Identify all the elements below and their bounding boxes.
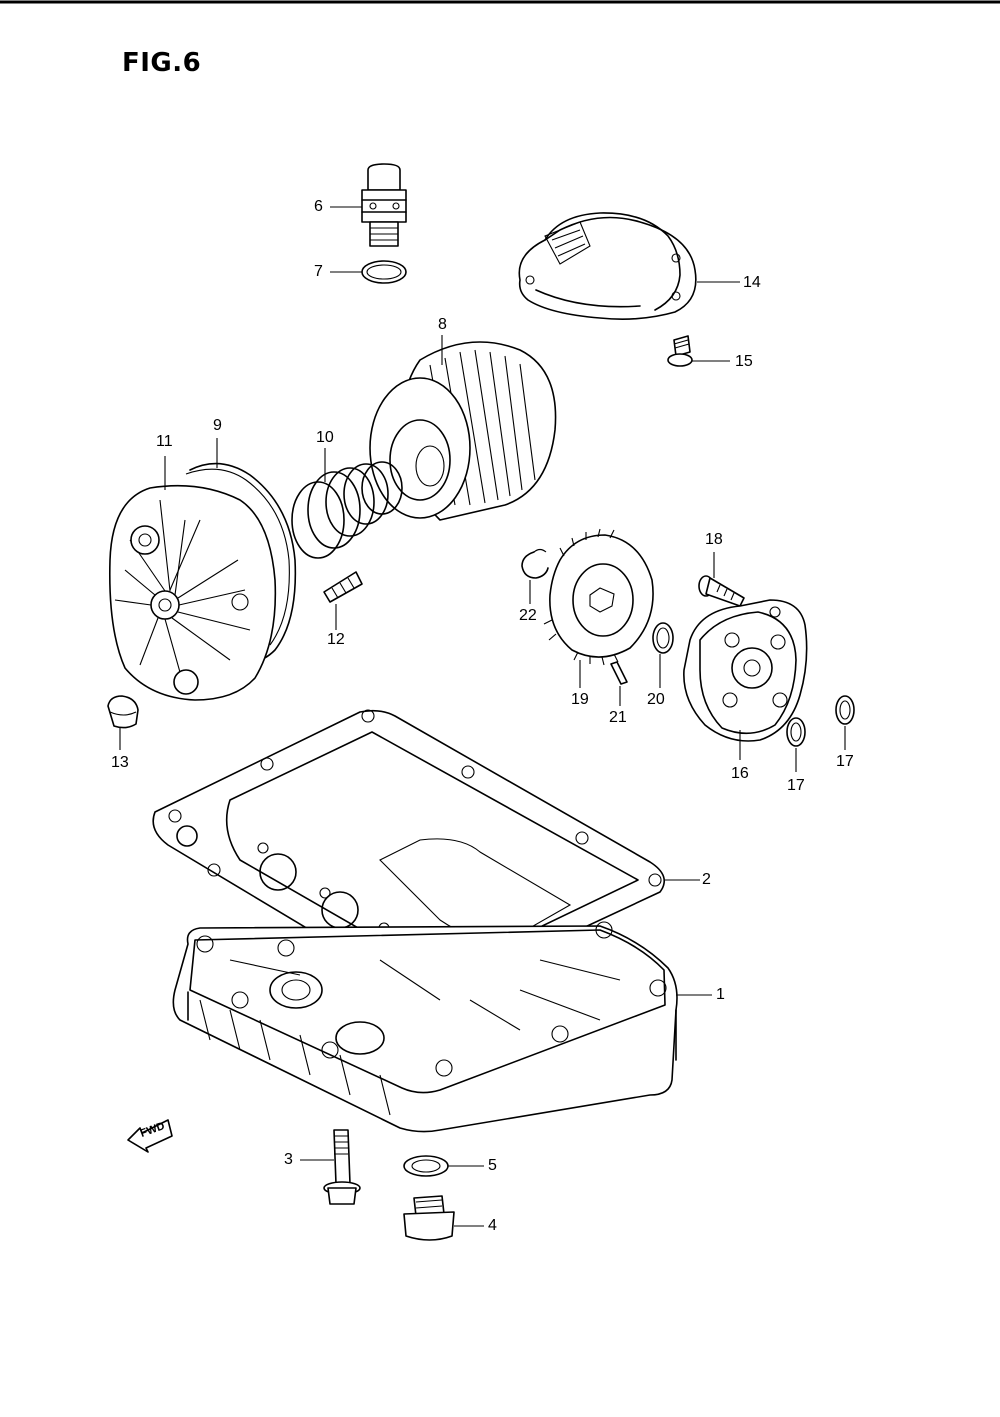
callout-18: 18 xyxy=(705,531,723,548)
callout-14: 14 xyxy=(743,274,761,291)
callout-1: 1 xyxy=(716,986,725,1003)
part-19-gear xyxy=(543,528,654,666)
part-5-washer xyxy=(403,1155,449,1177)
part-17-o-ring-b xyxy=(835,695,855,725)
part-4-drain-plug xyxy=(403,1195,455,1241)
part-14-cover xyxy=(518,212,697,320)
callout-21: 21 xyxy=(609,709,627,726)
callout-13: 13 xyxy=(111,754,129,771)
callout-2: 2 xyxy=(702,871,711,888)
callout-9: 9 xyxy=(213,417,222,434)
part-11-filter-cap xyxy=(108,484,277,701)
callout-12: 12 xyxy=(327,631,345,648)
callout-5: 5 xyxy=(488,1157,497,1174)
part-3-bolt xyxy=(323,1129,361,1205)
part-12-stud xyxy=(323,571,363,603)
part-17-o-ring-a xyxy=(786,717,806,747)
part-22-circlip xyxy=(521,548,549,579)
part-9-gasket xyxy=(185,462,297,663)
callout-17-b: 17 xyxy=(836,753,854,770)
part-15-bolt xyxy=(667,335,693,367)
callout-6: 6 xyxy=(314,198,323,215)
callout-7: 7 xyxy=(314,263,323,280)
callout-4: 4 xyxy=(488,1217,497,1234)
callout-11: 11 xyxy=(156,433,173,450)
callout-15: 15 xyxy=(735,353,753,370)
callout-8: 8 xyxy=(438,316,447,333)
part-10-spring xyxy=(291,461,403,559)
part-6-plug xyxy=(361,163,407,247)
part-13-cap-nut xyxy=(107,695,139,729)
fwd-arrow-icon xyxy=(127,1119,173,1153)
figure-title: FIG.6 xyxy=(122,48,202,78)
part-18-bolt xyxy=(698,575,745,607)
callout-19: 19 xyxy=(571,691,589,708)
callout-3: 3 xyxy=(284,1151,293,1168)
part-21-pin xyxy=(610,661,628,685)
callout-10: 10 xyxy=(316,429,334,446)
callout-17-a: 17 xyxy=(787,777,805,794)
callout-20: 20 xyxy=(647,691,665,708)
part-20-washer xyxy=(652,622,674,654)
part-7-washer xyxy=(361,260,407,284)
part-1-oil-pan xyxy=(172,921,678,1133)
part-16-oil-pump xyxy=(683,599,808,742)
part-8-oil-filter xyxy=(369,341,557,521)
callout-22: 22 xyxy=(519,607,537,624)
callout-16: 16 xyxy=(731,765,749,782)
